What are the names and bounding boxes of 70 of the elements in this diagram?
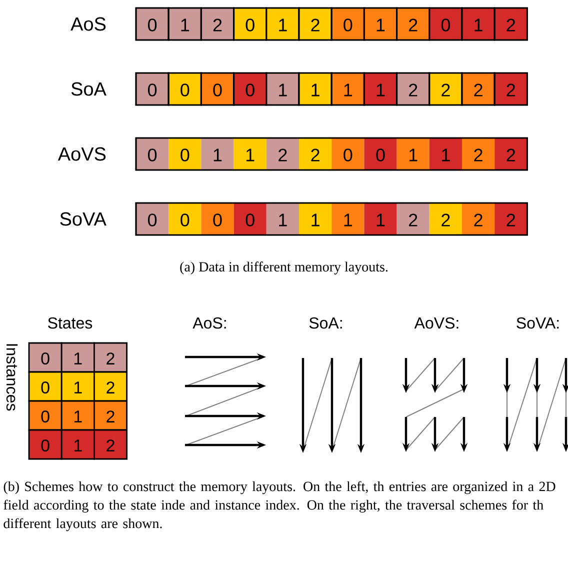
grid-cell: 1 bbox=[60, 429, 95, 460]
memory-cell: 2 bbox=[396, 7, 430, 41]
memory-cell: 2 bbox=[396, 72, 430, 106]
row-label: SoA bbox=[71, 82, 106, 96]
memory-cell: 0 bbox=[200, 72, 235, 106]
axis-label: Instances bbox=[6, 344, 18, 411]
memory-cell: 0 bbox=[234, 203, 266, 235]
row-label: SoVA bbox=[60, 212, 106, 226]
memory-cell: 1 bbox=[234, 138, 266, 170]
memory-cell: 2 bbox=[396, 203, 430, 235]
memory-cell: 2 bbox=[299, 138, 332, 170]
grid-cell: 2 bbox=[94, 342, 128, 373]
caption: (b) Schemes how to construct the memory layouts. On the left, th entries are organized in a 2D field according to the state inde and instance index. On the right, the traversal schemes for th different layouts are shown. bbox=[4, 481, 556, 532]
memory-cell: 0 bbox=[428, 7, 463, 41]
grid-cell: 2 bbox=[94, 371, 128, 402]
row-label: AoVS bbox=[58, 147, 106, 161]
memory-cell: 0 bbox=[364, 138, 397, 170]
memory-cell: 2 bbox=[462, 138, 495, 170]
grid-cell: 1 bbox=[60, 371, 95, 402]
memory-cell: 1 bbox=[332, 203, 364, 235]
grid-cell: 0 bbox=[28, 400, 62, 431]
memory-cell: 0 bbox=[168, 138, 202, 170]
grid-cell: 1 bbox=[60, 400, 95, 431]
memory-cell: 1 bbox=[461, 7, 496, 41]
grid-cell: 1 bbox=[60, 342, 95, 373]
memory-cell: 1 bbox=[396, 138, 430, 170]
memory-cell: 2 bbox=[461, 72, 496, 106]
scheme-heading: States bbox=[48, 317, 92, 329]
memory-cell: 1 bbox=[363, 72, 398, 106]
memory-cell: 2 bbox=[462, 203, 495, 235]
memory-cell: 0 bbox=[168, 72, 202, 106]
memory-cell: 1 bbox=[201, 138, 234, 170]
memory-cell: 2 bbox=[428, 72, 463, 106]
grid-cell: 0 bbox=[28, 371, 62, 402]
caption: (a) Data in different memory layouts. bbox=[180, 262, 388, 274]
grid-cell: 0 bbox=[28, 429, 62, 460]
grid-cell: 2 bbox=[94, 400, 128, 431]
memory-cell: 1 bbox=[266, 72, 300, 106]
scheme-heading: AoS: bbox=[192, 317, 226, 329]
memory-cell: 0 bbox=[233, 72, 268, 106]
memory-cell: 1 bbox=[364, 203, 397, 235]
memory-cell: 1 bbox=[168, 7, 202, 41]
memory-cell: 0 bbox=[330, 7, 365, 41]
memory-cell: 2 bbox=[429, 203, 462, 235]
memory-cell: 2 bbox=[266, 138, 299, 170]
row-label: AoS bbox=[70, 17, 106, 31]
memory-cell: 1 bbox=[429, 138, 462, 170]
memory-cell: 0 bbox=[135, 72, 170, 106]
memory-cell: 1 bbox=[266, 7, 300, 41]
memory-cell: 1 bbox=[330, 72, 365, 106]
memory-cell: 0 bbox=[168, 203, 202, 235]
memory-cell: 1 bbox=[363, 7, 398, 41]
memory-cell: 2 bbox=[200, 7, 235, 41]
memory-cell: 0 bbox=[332, 138, 364, 170]
memory-cell: 0 bbox=[135, 7, 170, 41]
memory-cell: 2 bbox=[494, 138, 528, 170]
memory-cell: 2 bbox=[494, 72, 528, 106]
memory-cell: 0 bbox=[233, 7, 268, 41]
memory-cell: 2 bbox=[298, 7, 332, 41]
memory-cell: 2 bbox=[494, 7, 528, 41]
scheme-heading: SoVA: bbox=[516, 317, 559, 329]
memory-cell: 0 bbox=[201, 203, 234, 235]
memory-cell: 2 bbox=[494, 203, 528, 235]
memory-cell: 1 bbox=[298, 72, 332, 106]
memory-cell: 1 bbox=[266, 203, 299, 235]
memory-cell: 1 bbox=[299, 203, 332, 235]
grid-cell: 0 bbox=[28, 342, 62, 373]
scheme-heading: AoVS: bbox=[414, 317, 458, 329]
scheme-heading: SoA: bbox=[309, 317, 342, 329]
grid-cell: 2 bbox=[94, 429, 128, 460]
